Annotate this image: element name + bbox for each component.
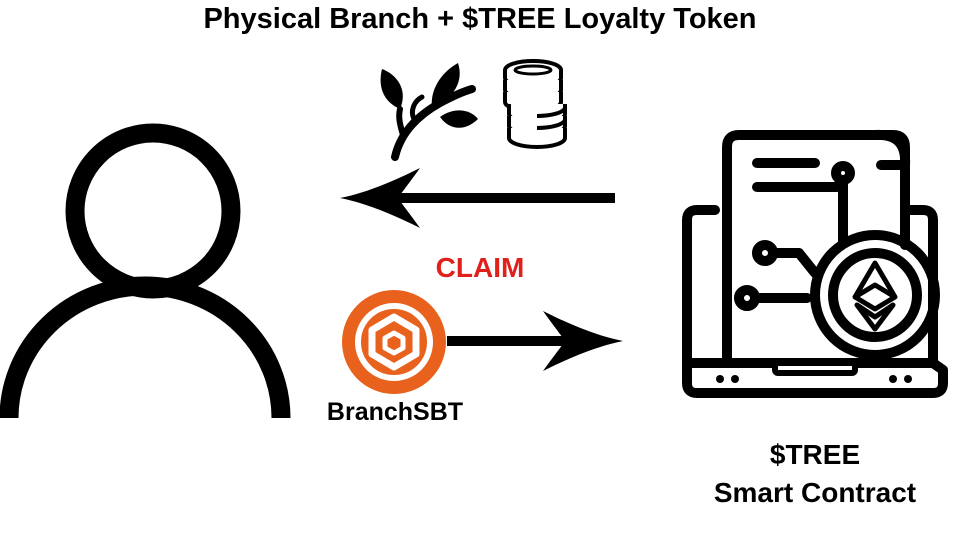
coins-icon [503, 59, 567, 149]
contract-label: $TREE Smart Contract [660, 436, 960, 512]
smart-contract-laptop-icon [682, 129, 948, 398]
diagram-title: Physical Branch + $TREE Loyalty Token [203, 3, 757, 35]
reward-arrow [340, 168, 615, 228]
user-icon [0, 123, 291, 419]
sbt-badge-icon [342, 290, 446, 394]
claim-label: CLAIM [435, 252, 525, 283]
branch-icon [380, 63, 478, 161]
contract-label-line1: $TREE [769, 439, 861, 470]
sbt-label: BranchSBT [326, 398, 464, 426]
contract-label-line2: Smart Contract [713, 477, 917, 508]
claim-arrow [447, 311, 623, 371]
ethereum-icon [852, 260, 898, 332]
